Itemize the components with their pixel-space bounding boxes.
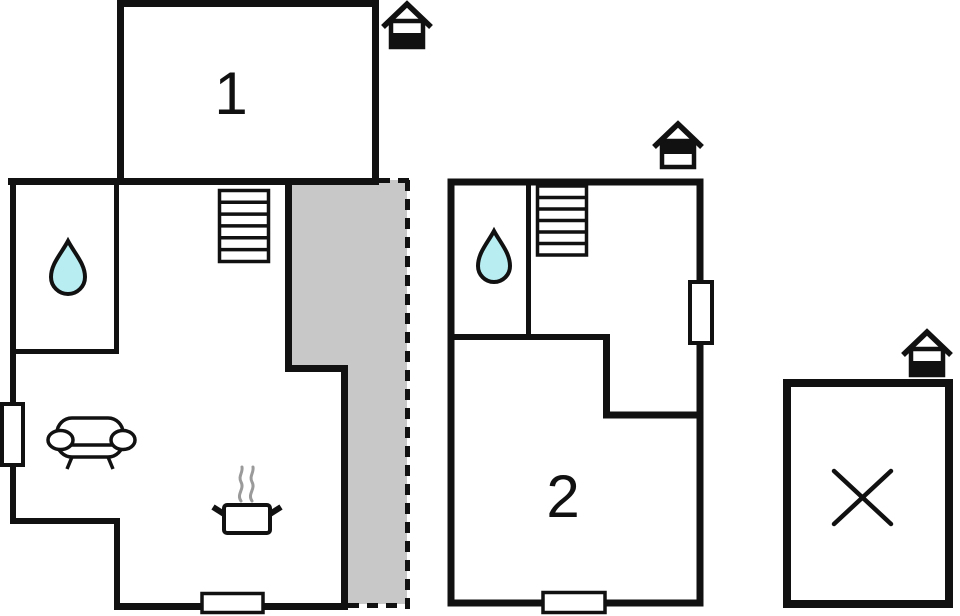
house-filled-half: [391, 33, 423, 47]
house-filled-half: [662, 141, 694, 154]
house-roof: [652, 120, 704, 149]
terrace-lower-fill: [345, 368, 407, 604]
sofa-leg: [106, 456, 115, 470]
house-roof: [381, 0, 433, 29]
house-roof: [901, 328, 953, 357]
entrance-door-1: [200, 591, 265, 615]
cross-line: [831, 468, 894, 527]
terrace-upper-fill: [290, 180, 407, 372]
window-1: [0, 402, 25, 467]
sofa-leg: [65, 456, 74, 470]
room-1-outline: [117, 0, 379, 185]
steam-icon: [237, 465, 255, 503]
stairs-icon: [217, 188, 271, 264]
room-2-label: 2: [546, 463, 579, 530]
sofa-icon: [46, 416, 137, 470]
cooking-pot-icon: [211, 465, 283, 535]
water-drop-icon: [475, 226, 513, 284]
unit-1-group: 1: [0, 0, 410, 615]
terrace-area: [290, 180, 407, 604]
steam-line: [237, 465, 244, 503]
sofa-arm: [46, 428, 75, 452]
room-1-label: 1: [214, 60, 247, 127]
unit-2-walls: [448, 179, 700, 419]
terrace-dashed-boundary: [348, 178, 410, 614]
water-drop-icon: [48, 236, 88, 296]
steam-line: [248, 465, 255, 503]
crossed-area-icon: [831, 468, 894, 527]
window-2: [688, 280, 714, 345]
house-orientation-icon-2: [652, 120, 704, 170]
house-filled-half: [911, 361, 943, 375]
unit-2-group: 2: [447, 178, 714, 615]
stairs-icon: [535, 184, 589, 257]
sofa-arm: [109, 428, 137, 452]
entrance-door-2: [541, 590, 607, 615]
house-orientation-icon-1: [381, 0, 433, 50]
annex-group: [783, 379, 953, 608]
pot-body: [222, 503, 272, 535]
house-orientation-icon-3: [901, 328, 953, 378]
